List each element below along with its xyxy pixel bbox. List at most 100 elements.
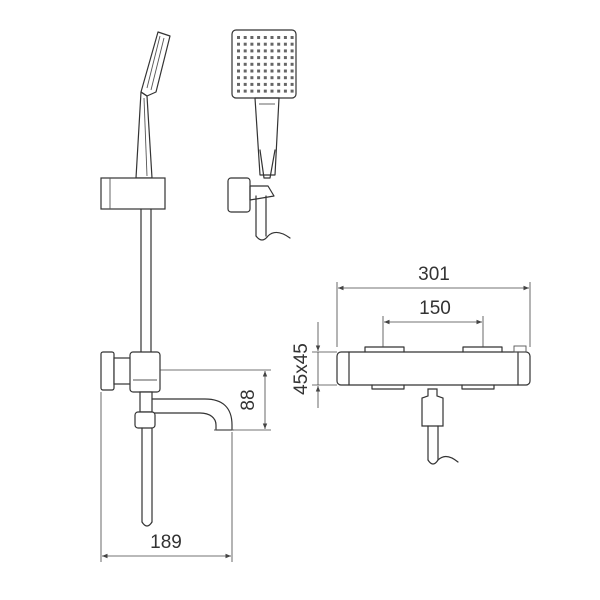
spray-nozzle [270, 62, 274, 66]
spray-nozzle [290, 82, 294, 86]
dimension-body-section [312, 322, 337, 408]
spray-nozzle [277, 89, 281, 93]
dimension-overall-width [336, 282, 531, 347]
spray-nozzle [237, 42, 240, 46]
spray-nozzle [257, 42, 261, 46]
spray-nozzle [263, 89, 267, 93]
spray-nozzle [243, 89, 247, 93]
spray-nozzle [283, 42, 287, 46]
slide-bracket-side [100, 177, 166, 210]
spray-nozzle [290, 62, 294, 66]
spray-nozzle [257, 49, 261, 53]
wall-flange [100, 351, 133, 391]
spray-nozzle [263, 49, 267, 53]
hand-shower-side-view [135, 31, 171, 179]
spray-nozzle [263, 76, 267, 80]
spray-nozzle [250, 76, 254, 80]
spray-nozzle [257, 76, 261, 80]
spray-nozzle [263, 42, 267, 46]
spray-nozzle [237, 69, 240, 73]
dimension-wall-projection [100, 392, 233, 562]
spray-nozzle [277, 82, 281, 86]
spray-nozzle [237, 62, 240, 66]
dimension-label-wall-projection: 189 [150, 532, 182, 553]
spray-nozzle [283, 69, 287, 73]
spray-nozzle [263, 62, 267, 66]
spray-nozzle [270, 82, 274, 86]
spray-nozzle [237, 36, 240, 39]
spray-nozzle [277, 49, 281, 53]
spray-nozzle [243, 36, 247, 39]
spray-nozzle [283, 76, 287, 80]
spray-nozzle [270, 89, 274, 93]
spray-nozzle [237, 49, 240, 53]
spray-nozzle [277, 76, 281, 80]
lower-rail-and-hose [134, 411, 156, 527]
spray-nozzle [243, 49, 247, 53]
spray-nozzle [263, 82, 267, 86]
spray-nozzle [283, 62, 287, 66]
dimension-inlet-spacing [382, 316, 484, 347]
mixer-body-front [336, 345, 531, 465]
spray-nozzle [270, 76, 274, 80]
spray-nozzle [270, 36, 274, 39]
spray-nozzle [270, 49, 274, 53]
spray-nozzle [277, 62, 281, 66]
spray-nozzle [250, 56, 254, 60]
spray-nozzle [277, 42, 281, 46]
spray-nozzle [243, 56, 247, 60]
spray-nozzle [290, 49, 294, 53]
spray-nozzle [250, 62, 254, 66]
spray-nozzle [290, 36, 294, 39]
spray-nozzle [263, 69, 267, 73]
spray-nozzle [250, 42, 254, 46]
dimension-label-inlet-spacing: 150 [419, 298, 451, 319]
spray-nozzle [243, 82, 247, 86]
spray-nozzle [237, 56, 240, 60]
spray-nozzle [237, 76, 240, 80]
spray-nozzle [237, 89, 240, 93]
spray-nozzle [257, 82, 261, 86]
spray-nozzle [250, 49, 254, 53]
spray-nozzle [270, 69, 274, 73]
spray-nozzle [257, 69, 261, 73]
spray-nozzle [237, 82, 240, 86]
spray-nozzle [283, 56, 287, 60]
spray-nozzle [277, 69, 281, 73]
spray-nozzle [290, 69, 294, 73]
spray-nozzle [243, 42, 247, 46]
spray-nozzle [263, 56, 267, 60]
spray-nozzle [243, 62, 247, 66]
spray-nozzle [283, 49, 287, 53]
spray-nozzle [250, 36, 254, 39]
dimension-spout-height [160, 369, 271, 431]
dimension-label-overall-width: 301 [418, 264, 450, 285]
dimension-label-spout-height: 88 [238, 389, 259, 410]
spray-nozzle [257, 36, 261, 39]
spray-nozzle [290, 89, 294, 93]
spray-nozzle [243, 76, 247, 80]
spray-nozzle [283, 89, 287, 93]
spray-nozzle [277, 36, 281, 39]
diverter-body [129, 351, 161, 393]
spray-nozzle [283, 82, 287, 86]
spray-nozzle [250, 82, 254, 86]
spray-nozzle [290, 76, 294, 80]
spray-nozzle [257, 89, 261, 93]
spray-nozzle [250, 69, 254, 73]
spray-nozzle [290, 42, 294, 46]
dimension-label-body-section: 45x45 [291, 343, 312, 395]
slide-rail [140, 208, 152, 353]
spray-nozzle [290, 56, 294, 60]
spray-nozzle [270, 42, 274, 46]
spray-nozzle [257, 62, 261, 66]
spray-nozzle [283, 36, 287, 39]
spray-nozzle [270, 56, 274, 60]
spray-nozzle [250, 89, 254, 93]
spray-nozzle [277, 56, 281, 60]
spray-nozzle [243, 69, 247, 73]
spray-nozzle [257, 56, 261, 60]
hand-shower-front-view [227, 29, 297, 241]
spray-nozzle [263, 36, 267, 39]
